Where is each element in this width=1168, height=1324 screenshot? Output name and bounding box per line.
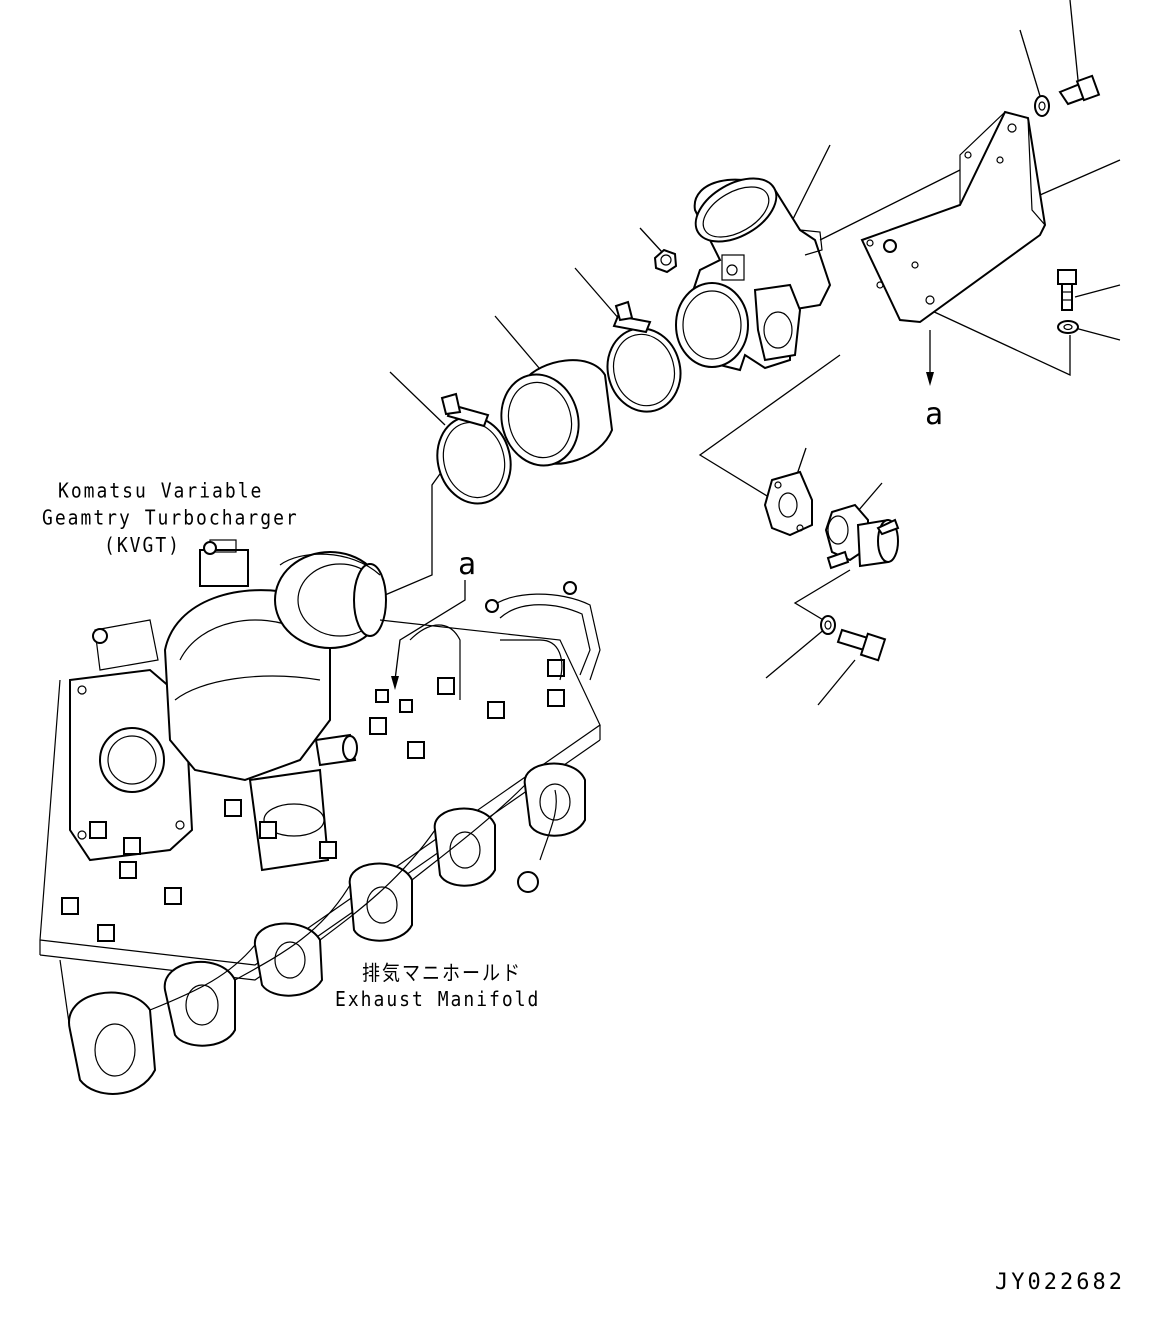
plate-bolts bbox=[61, 659, 565, 942]
hose-clamp-lower bbox=[436, 392, 512, 505]
hose-clamp-upper bbox=[606, 300, 682, 413]
turbocharger-label-line3: (KVGT) bbox=[104, 533, 182, 558]
turbocharger-label-line1: Komatsu Variable bbox=[58, 479, 264, 504]
plug-nut bbox=[653, 248, 678, 274]
oil-pipes bbox=[409, 581, 601, 893]
flange-gasket bbox=[763, 470, 813, 537]
document-id: JY022682 bbox=[995, 1270, 1125, 1295]
rubber-hose bbox=[500, 359, 614, 467]
washer-right bbox=[1057, 320, 1079, 334]
manifold-label-en: Exhaust Manifold bbox=[335, 987, 541, 1012]
washer-top bbox=[1034, 95, 1050, 117]
exhaust-manifold bbox=[39, 619, 601, 1095]
turbocharger-assembly bbox=[69, 539, 387, 872]
bolt-right bbox=[1057, 269, 1077, 311]
turbocharger-label-line2: Geamtry Turbocharger bbox=[42, 506, 299, 531]
pipe-connector bbox=[824, 503, 900, 570]
elbow-pipe bbox=[675, 177, 832, 372]
reference-a-top: a bbox=[925, 397, 944, 432]
exhaust-ports bbox=[68, 762, 586, 1095]
bolt-top bbox=[1058, 74, 1101, 106]
manifold-label-jp: 排気マニホールド bbox=[362, 961, 522, 986]
reference-a-bottom: a bbox=[458, 547, 477, 582]
bolt-lower bbox=[836, 628, 887, 662]
mounting-bracket bbox=[860, 110, 1047, 324]
washer-lower bbox=[820, 615, 836, 635]
leader-lines bbox=[384, 0, 1121, 706]
